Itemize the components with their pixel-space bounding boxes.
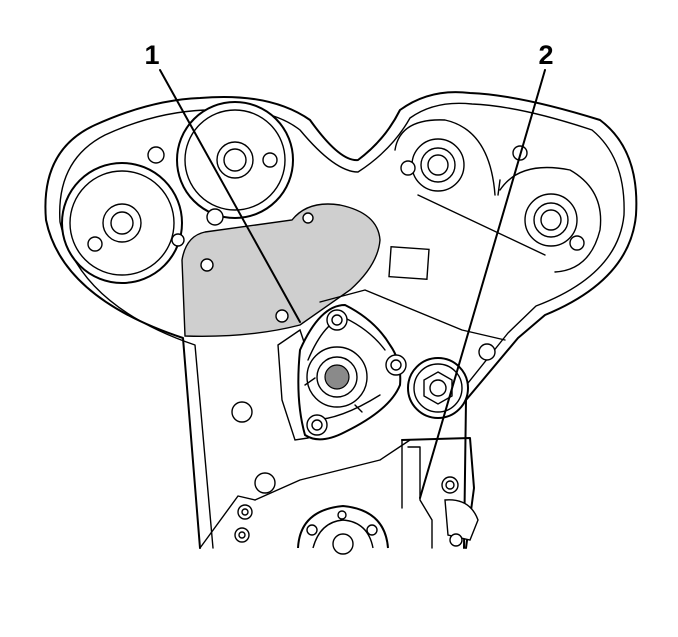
cover-bolt-hole (206, 208, 224, 226)
left-cam-sprocket-lower (61, 162, 183, 284)
cover-bolt-hole (275, 309, 289, 323)
cover-bolt-hole (147, 146, 165, 164)
callout-1-leader (159, 69, 301, 323)
callout-2-label: 2 (538, 40, 553, 70)
inner-cover-panel (181, 203, 381, 337)
timing-belt-tensioner (277, 303, 407, 441)
front-panel-edge (254, 439, 411, 501)
cover-bolt-hole (200, 258, 214, 272)
cover-bolt-hole (171, 233, 185, 247)
belt-guide-line (417, 194, 546, 256)
cover-bolt-hole (254, 472, 276, 494)
front-panel-edge (319, 289, 506, 341)
crankshaft-sprocket (297, 504, 389, 555)
belt-guide-line (497, 179, 501, 196)
cover-bolt-hole (302, 212, 314, 224)
lower-right-bracket (401, 437, 479, 549)
cover-outer-outline (44, 91, 638, 549)
left-cam-sprocket-upper (176, 101, 294, 219)
lower-left-fasteners (199, 495, 256, 549)
cover-inner-outline (59, 102, 625, 549)
timing-belt-idler-pulley (407, 357, 469, 419)
right-cam-sprocket-right (499, 166, 602, 273)
right-cam-sprocket-left (394, 119, 496, 196)
cover-bolt-hole (231, 401, 253, 423)
callout-1-label: 1 (144, 40, 159, 70)
cover-slot (388, 245, 430, 281)
callout-2-leader (419, 69, 546, 499)
cover-bolt-hole (478, 343, 496, 361)
